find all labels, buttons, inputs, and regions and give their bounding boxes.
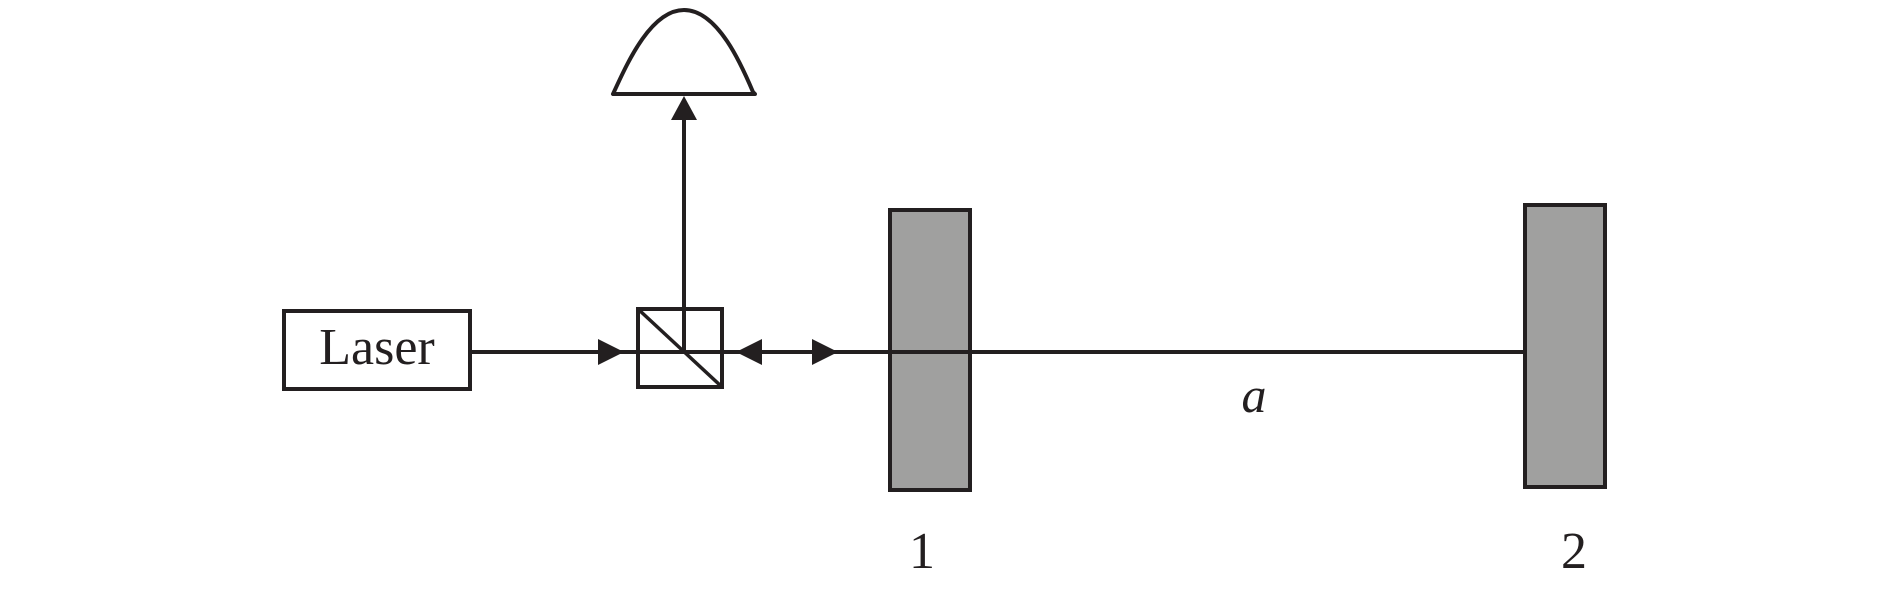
detector-icon bbox=[611, 8, 757, 96]
arrow-right-icon bbox=[598, 339, 624, 365]
arrow-right-icon bbox=[812, 339, 838, 365]
mirror-2-label: 2 bbox=[1561, 523, 1587, 580]
laser-source: Laser bbox=[282, 309, 472, 391]
mirror-1-label: 1 bbox=[909, 523, 935, 580]
laser-box bbox=[282, 309, 472, 391]
laser-label: Laser bbox=[319, 319, 434, 376]
beam-splitter-diagonal bbox=[636, 307, 724, 389]
cavity-label: a bbox=[1242, 367, 1267, 423]
beam-splitter bbox=[636, 307, 724, 389]
mirror-2 bbox=[1523, 203, 1607, 489]
arrow-left-icon bbox=[736, 339, 762, 365]
arrow-up-icon bbox=[671, 96, 697, 120]
